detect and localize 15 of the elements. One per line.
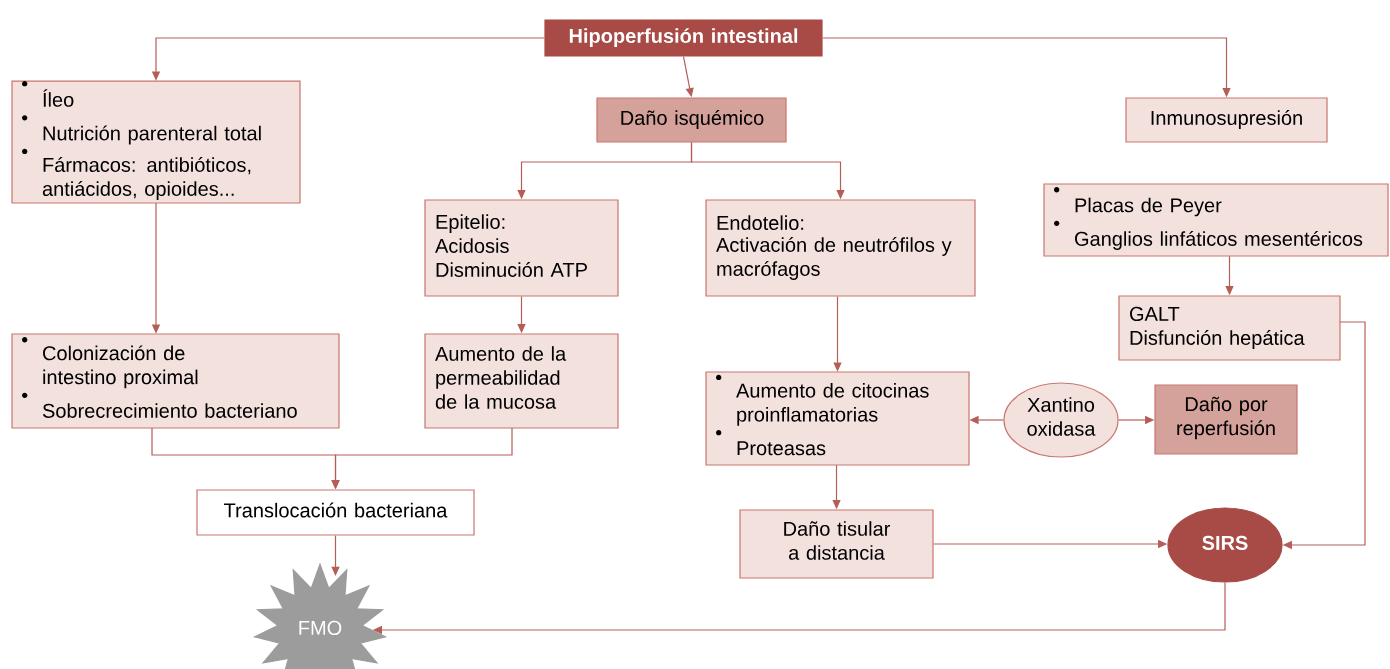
list-box: Íleo Nutrición parenteral total Fármacos: antibióticos, antiácidos, opioides... (11, 80, 301, 204)
process-box: Aumento de la permeabilidad de la mucosa (424, 333, 619, 429)
title-box: Hipoperfusión intestinal (544, 19, 823, 57)
process-box: Daño por reperfusión (1154, 384, 1298, 455)
process-box: Inmunosupresión (1125, 97, 1328, 143)
process-box: Endotelio: Activación de neutrófilos y macrófagos (705, 199, 976, 297)
arrow (331, 535, 340, 576)
process-box: Daño isquémico (596, 97, 787, 143)
list-box: Colonización de intestino proximal Sobrecrecimiento bacteriano (11, 333, 340, 429)
process-box: Epitelio: Acidosis Disminución ATP (424, 199, 619, 297)
list-box: Placas de Peyer Ganglios linfáticos mesentéricos (1043, 183, 1389, 257)
process-box: Translocación bacteriana (196, 489, 475, 536)
process-box: Daño tisular a distancia (739, 509, 934, 579)
process-box: GALT Disfunción hepática (1118, 295, 1341, 361)
list-box: Aumento de citocinas proinflamatorias Proteasas (705, 371, 970, 466)
